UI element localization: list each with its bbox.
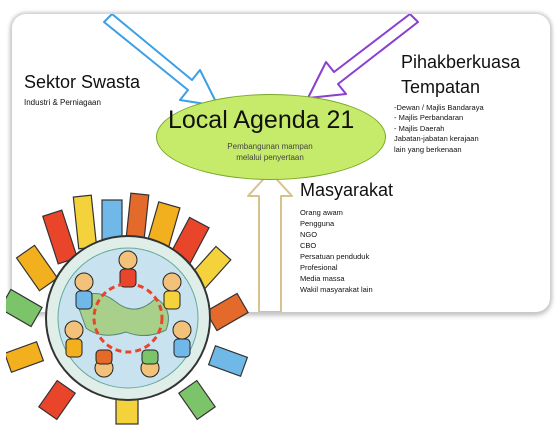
list-item: NGO: [300, 230, 318, 239]
center-line-2: melalui penyertaan: [236, 153, 304, 162]
center-ellipse: [156, 94, 386, 180]
arrow-community: [247, 171, 293, 312]
list-item: Pengguna: [300, 219, 335, 228]
list-item: lain yang berkenaan: [394, 144, 462, 154]
list-item: - Majlis Daerah: [394, 123, 445, 133]
community-title: Masyarakat: [300, 180, 394, 200]
skyline-icon: [6, 192, 249, 425]
list-item: -Dewan / Majlis Bandaraya: [394, 103, 484, 112]
center-title: Local Agenda 21: [168, 106, 355, 134]
private-sector-subtitle: Industri & Perniagaan: [24, 98, 101, 107]
list-item: - Majlis Perbandaran: [394, 113, 464, 123]
list-item: CBO: [300, 241, 317, 250]
center-line-1: Pembangunan mampan: [227, 142, 313, 151]
local-authority-title-1: Pihakberkuasa: [401, 52, 521, 72]
list-item: Persatuan penduduk: [300, 252, 370, 261]
list-item: Profesional: [300, 263, 338, 272]
local-authority-list: -Dewan / Majlis Bandaraya - Majlis Perba…: [394, 103, 484, 155]
community-globe-illustration: [6, 192, 249, 425]
local-authority-title-2: Tempatan: [401, 77, 481, 97]
people-ring-icon: [64, 250, 192, 378]
private-sector-title: Sektor Swasta: [24, 72, 141, 92]
list-item: Media massa: [300, 274, 345, 283]
list-item: Wakil masyarakat lain: [300, 285, 373, 294]
list-item: Jabatan-jabatan kerajaan: [394, 134, 479, 144]
community-list: Orang awam Pengguna NGO CBO Persatuan pe…: [300, 207, 373, 295]
arrow-local-authority: [307, 14, 419, 99]
list-item: Orang awam: [300, 208, 343, 217]
